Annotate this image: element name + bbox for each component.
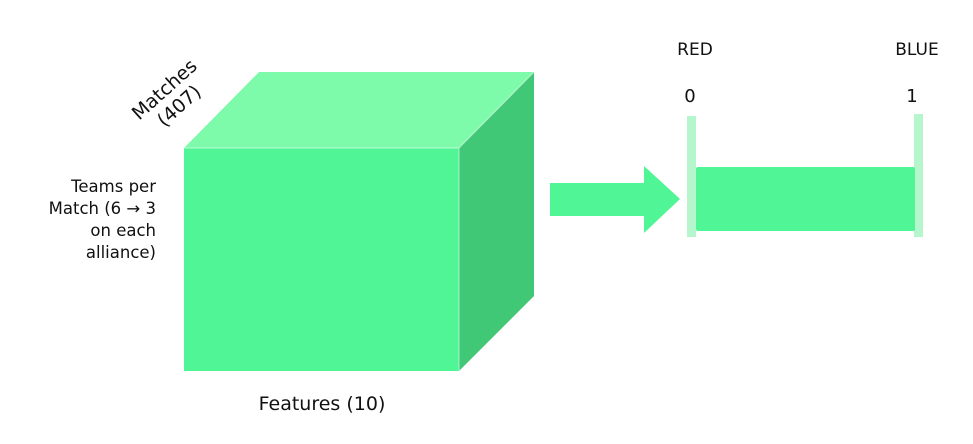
- left-bracket-line: [687, 116, 696, 237]
- cube-front-face: [184, 148, 459, 371]
- cube-top-face: [184, 72, 534, 148]
- red-class-label: RED: [677, 40, 713, 60]
- cube-edge-highlight: [184, 147, 460, 371]
- feature-tensor-cube: [184, 71, 535, 371]
- blue-class-label: BLUE: [895, 40, 939, 60]
- blue-value-label: 1: [906, 86, 918, 107]
- features-axis-label: Features (10): [258, 393, 386, 415]
- cube-side-face: [459, 72, 534, 371]
- output-probability-range: [687, 114, 923, 237]
- red-value-label: 0: [684, 86, 696, 107]
- transform-arrow: [550, 166, 680, 233]
- cube-top-edge-highlight: [458, 71, 535, 149]
- right-bracket-line: [914, 114, 923, 237]
- teams-axis-label: Teams per Match (6 → 3 on each alliance): [48, 177, 156, 262]
- output-bar: [696, 167, 915, 231]
